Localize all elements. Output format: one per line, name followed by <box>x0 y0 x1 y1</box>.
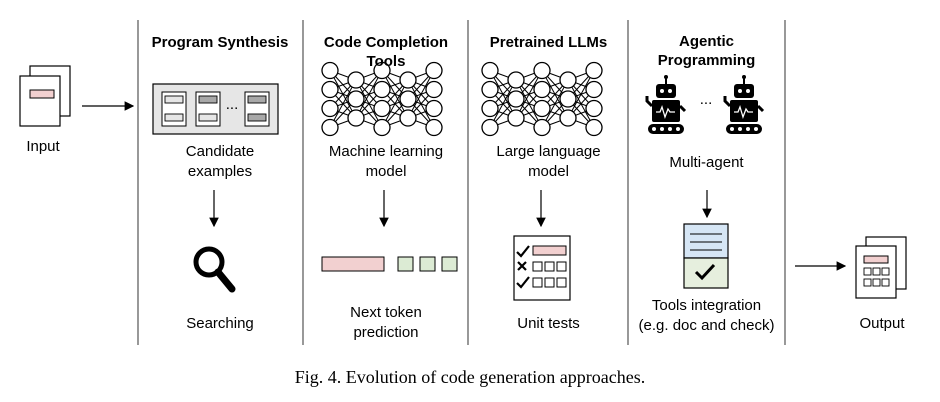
neural-network-icon <box>481 61 603 137</box>
next-token-label: Next token prediction <box>350 304 422 341</box>
token-sequence-icon <box>321 256 458 272</box>
ml-model-label: Machine learning model <box>328 143 444 180</box>
candidate-ellipsis: ... <box>226 96 239 113</box>
neural-network-icon <box>321 61 443 137</box>
candidate-examples-label: Candidate examples <box>185 143 255 180</box>
doc-check-icon <box>683 223 729 289</box>
candidate-examples-icon <box>152 83 279 135</box>
robot-ellipsis: ... <box>700 91 713 108</box>
stage-title-pretrained-llms: Pretrained LLMs <box>489 34 608 51</box>
magnifier-icon <box>193 246 236 293</box>
stage-title-code-completion: Code Completion Tools <box>323 34 449 70</box>
input-label: Input <box>26 138 60 155</box>
output-document-icon <box>855 236 907 299</box>
robot-agent-icon <box>645 75 687 134</box>
input-document-icon <box>19 65 71 127</box>
llm-label: Large language model <box>496 143 601 180</box>
tools-integration-label: Tools integration (e.g. doc and check) <box>638 297 775 334</box>
unit-tests-icon <box>513 235 571 301</box>
robot-agent-icon <box>723 75 765 134</box>
multi-agent-label: Multi-agent <box>669 154 744 171</box>
unit-tests-label: Unit tests <box>517 315 580 332</box>
stage-title-agentic-programming: Agentic Programming <box>657 33 756 69</box>
searching-label: Searching <box>186 315 254 332</box>
stage-title-program-synthesis: Program Synthesis <box>151 34 289 51</box>
output-label: Output <box>859 315 905 332</box>
figure-caption: Fig. 4. Evolution of code generation app… <box>294 367 646 387</box>
